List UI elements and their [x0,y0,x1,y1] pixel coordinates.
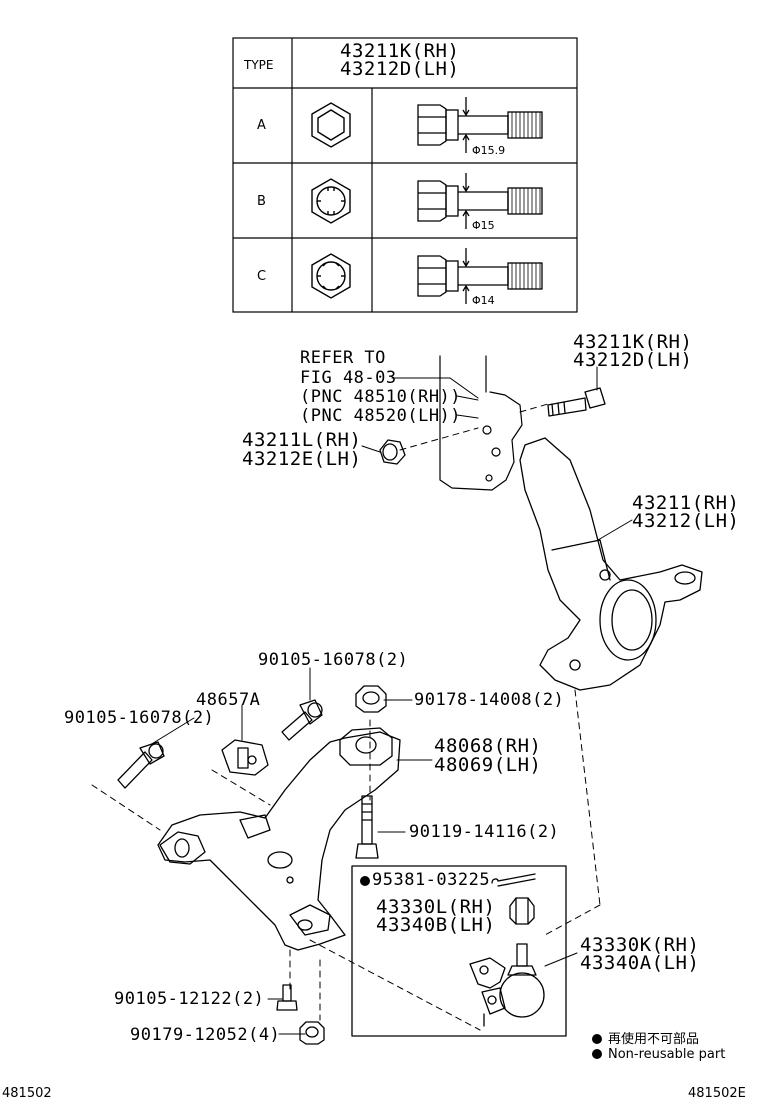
pin-03225-text: 95381-03225 [372,870,491,890]
bolt-16078-top-label: 90105-16078(2) [258,650,409,670]
balljoint-nut-rh-label: 43330L(RH) [376,896,496,918]
lower-control-arm-outline [157,727,401,951]
legend-en-text: Non-reusable part [608,1047,726,1062]
table-part-rh: 43211K(RH) [340,40,460,62]
nut-14008-label: 90178-14008(2) [414,690,565,710]
hex-head-a-icon [311,102,351,148]
bolt-side-b-icon [417,173,543,229]
footer-right-code: 481502E [688,1086,746,1101]
refer-line-1: REFER TO [300,348,386,368]
refer-line-4: (PNC 48520(LH)) [300,406,462,426]
knuckle-lh-label: 43212(LH) [632,510,740,532]
knuckle-nut-icon [379,439,406,465]
legend-dot-icon [592,1049,602,1059]
bracket-48657a-icon [221,739,269,776]
diameter-c: Φ14 [472,294,495,307]
bolt-12122-label: 90105-12122(2) [114,989,265,1009]
ball-joint-box [351,865,567,1037]
non-reusable-dot-icon [360,876,370,886]
type-header: TYPE [244,58,274,72]
refer-line-3: (PNC 48510(RH)) [300,387,462,407]
nut-lh-label: 43212E(LH) [242,448,362,470]
table-grid [232,37,578,313]
pin-03225-label: 95381-03225 [360,872,490,889]
legend-jp-text: 再使用不可部品 [608,1032,700,1047]
diameter-a: Φ15.9 [472,144,506,157]
balljoint-nut-lh-label: 43340B(LH) [376,914,496,936]
footer-left-code: 481502 [2,1086,52,1101]
legend-jp: 再使用不可部品 [592,1028,699,1047]
arm-lh-label: 48069(LH) [434,754,542,776]
bolt-14116-label: 90119-14116(2) [409,822,560,842]
type-b-label: B [257,194,266,209]
castle-nut-icon [509,897,535,925]
knuckle-bolt-icon [547,387,606,417]
nut-rh-label: 43211L(RH) [242,429,362,451]
refer-line-2: FIG 48-03 [300,368,397,388]
table-part-lh: 43212D(LH) [340,58,460,80]
bracket-label: 48657A [196,690,261,710]
lower-nut-icon [299,1021,325,1045]
nut-12052-label: 90179-12052(4) [130,1025,281,1045]
balljoint-lh-label: 43340A(LH) [580,952,700,974]
ball-joint-icon [469,943,545,1027]
arm-rh-label: 48068(RH) [434,735,542,757]
bolt-side-c-icon [417,248,543,304]
diameter-b: Φ15 [472,219,495,232]
bolt-16078-left-label: 90105-16078(2) [64,708,215,728]
cotter-pin-icon [491,873,536,887]
type-a-label: A [257,118,266,133]
hex-head-c-icon [311,253,351,299]
arm-bolt-front-icon [281,699,323,741]
knuckle-rh-label: 43211(RH) [632,492,740,514]
legend-dot-icon [592,1034,602,1044]
arm-bolt-rear-icon [117,741,165,789]
type-c-label: C [257,269,267,284]
vertical-bolt-icon [355,795,379,859]
bolt-rh-label: 43211K(RH) [573,331,693,353]
hex-head-b-icon [311,178,351,224]
bolt-lh-label: 43212D(LH) [573,349,693,371]
balljoint-rh-label: 43330K(RH) [580,934,700,956]
legend-en: Non-reusable part [592,1047,725,1062]
flange-nut-icon [355,685,387,713]
lower-bolt-icon [276,984,298,1011]
bolt-side-a-icon [417,97,543,153]
steering-knuckle-outline [519,437,703,691]
